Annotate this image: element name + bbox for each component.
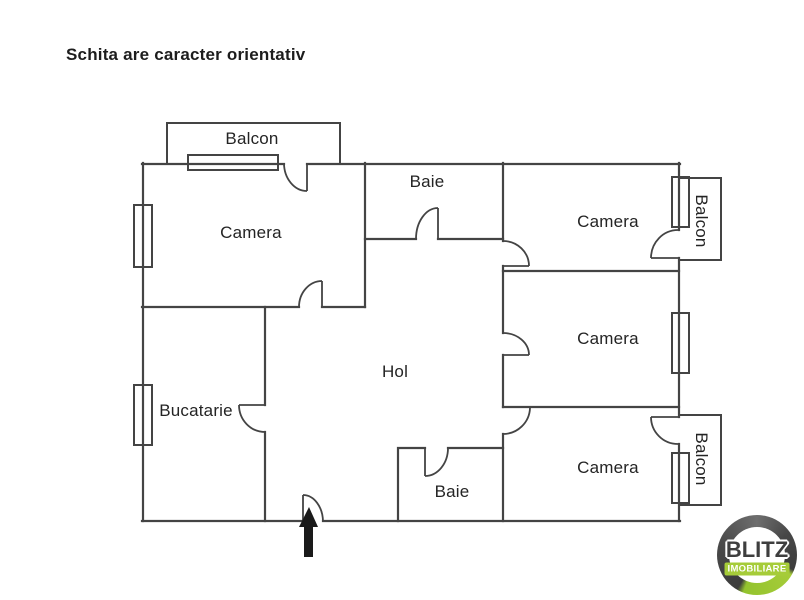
door-balcony-top	[283, 162, 308, 192]
room-label-baie-top: Baie	[409, 172, 445, 191]
door-camera1	[298, 280, 323, 308]
door-camera3	[502, 332, 530, 356]
window-camera1	[133, 204, 153, 268]
room-label-camera-top-left: Camera	[220, 223, 282, 242]
window-balcony-top	[187, 154, 279, 171]
logo-brand-text: BLITZ	[725, 537, 789, 562]
room-label-balcon-top: Balcon	[225, 129, 279, 148]
balcony-outlines	[166, 122, 722, 506]
door-camera2	[502, 240, 530, 267]
room-label-bucatarie: Bucatarie	[159, 401, 233, 420]
balcony-top-outline	[166, 122, 341, 163]
room-label-camera-middle: Camera	[577, 329, 639, 348]
door-bucatarie	[238, 404, 266, 433]
disclaimer-text: Schita are caracter orientativ	[66, 45, 306, 64]
door-balcony-right-bottom	[650, 416, 679, 445]
room-label-balcon-right-top: Balcon	[692, 194, 711, 248]
balcony-right-bottom-outline	[680, 414, 722, 506]
door-entrance	[302, 494, 324, 523]
door-balcony-right-top	[650, 229, 679, 259]
room-label-camera-top-right: Camera	[577, 212, 639, 231]
walls	[140, 161, 682, 523]
agency-logo: BLITZ IMOBILIARE	[715, 513, 799, 597]
door-baie-top	[415, 207, 439, 240]
door-camera4	[502, 407, 531, 435]
room-label-hol: Hol	[381, 362, 409, 381]
room-label-baie-bottom: Baie	[434, 482, 470, 501]
window-kitchen	[133, 384, 153, 446]
window-camera3	[671, 312, 690, 374]
window-camera4	[671, 452, 690, 504]
door-baie-bottom	[424, 447, 449, 477]
logo-subtitle-text: IMOBILIARE	[724, 562, 790, 576]
window-camera2	[671, 176, 690, 228]
windows	[133, 154, 690, 504]
room-label-camera-bottom: Camera	[577, 458, 639, 477]
balcony-right-top-outline	[680, 177, 722, 261]
wall-baie-bottom-room	[396, 446, 505, 523]
room-label-balcon-right-bottom: Balcon	[692, 432, 711, 486]
entrance-arrow-icon	[299, 507, 318, 557]
doors	[238, 162, 679, 523]
